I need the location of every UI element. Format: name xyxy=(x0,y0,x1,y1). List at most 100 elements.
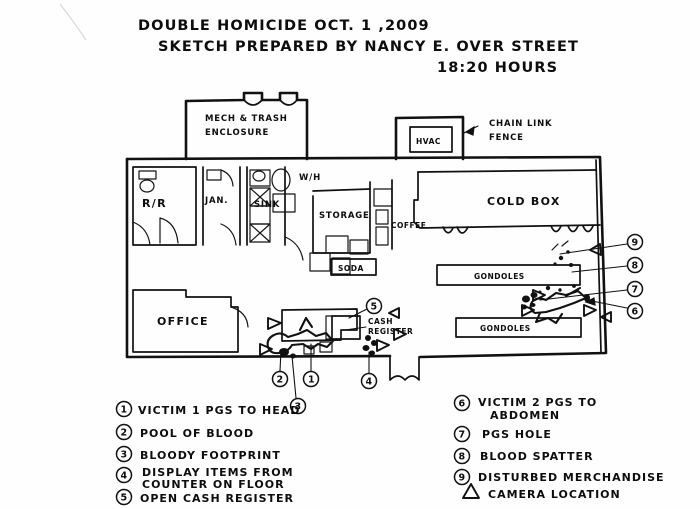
marker-9-circle xyxy=(626,233,644,251)
janitor-walls xyxy=(202,166,241,246)
legend-right-8-number: 8 xyxy=(459,452,466,463)
enclosure-gate-left xyxy=(243,99,263,106)
sink-counter xyxy=(272,193,296,213)
marker-2-leader xyxy=(279,349,282,372)
victim-2-body xyxy=(529,289,588,315)
victim-2-arm xyxy=(564,286,582,298)
legend-camera-text: CAMERA LOCATION xyxy=(488,488,621,501)
soda-cooler xyxy=(330,258,377,276)
gondoles-lower-shelf xyxy=(455,317,582,338)
building-inner-right-wall xyxy=(595,159,602,353)
legend-left-5-number: 5 xyxy=(121,493,128,504)
footprint-c xyxy=(362,345,370,351)
cash-register-leader xyxy=(344,326,367,331)
storage-label: STORAGE xyxy=(319,211,370,221)
cold-box-lower-wall xyxy=(413,171,601,229)
marker-6-arrowhead xyxy=(584,297,596,306)
hvac-unit xyxy=(409,126,453,153)
sink-room-walls xyxy=(246,166,286,246)
cash-register-label-line2: REGISTER xyxy=(368,327,413,336)
storage-box-a xyxy=(325,235,349,254)
hvac-pad-outline xyxy=(394,115,465,161)
chain-link-arrowhead xyxy=(464,125,475,136)
cold-box-door-e xyxy=(582,225,594,233)
legend-camera-triangle-icon xyxy=(462,483,480,499)
sink-label: SINK xyxy=(254,200,280,210)
storage-box-c xyxy=(309,252,331,272)
cold-box-door-b xyxy=(456,226,469,234)
water-heater-tank xyxy=(271,168,291,192)
spatter-dot-6 xyxy=(558,288,562,292)
janitor-door-swing xyxy=(220,169,234,187)
camera-triangle-6 xyxy=(521,304,535,317)
sink-room-door-swing xyxy=(284,236,304,261)
restroom-tank xyxy=(138,170,157,180)
gondoles-lower-label: GONDOLES xyxy=(480,324,531,333)
restroom-label: R/R xyxy=(142,197,167,210)
marker-5-circle xyxy=(365,297,383,315)
spatter-dot-5 xyxy=(545,285,551,291)
mech-trash-label-line2: ENCLOSURE xyxy=(205,128,269,138)
restroom-walls xyxy=(132,166,197,246)
camera-triangle-8 xyxy=(583,304,597,317)
legend-left-3-text: BLOODY FOOTPRINT xyxy=(140,449,281,462)
legend-left-3-number: 3 xyxy=(121,450,128,461)
legend-right-9-circle xyxy=(453,468,471,486)
mech-trash-label-line1: MECH & TRASH xyxy=(205,114,288,124)
water-heater-label: W/H xyxy=(299,173,321,183)
sketch-title-line2: SKETCH PREPARED BY NANCY E. OVER STREET xyxy=(158,39,579,55)
sink-cross-c xyxy=(249,223,271,243)
legend-left-2-text: POOL OF BLOOD xyxy=(140,427,254,440)
footprint-d xyxy=(369,350,375,356)
disturbed-merchandise-marks xyxy=(551,240,569,251)
restroom-entry-swing xyxy=(132,221,151,246)
hvac-label: HVAC xyxy=(416,137,441,146)
storage-box-d xyxy=(331,257,351,275)
camera-triangle-1 xyxy=(267,317,282,330)
coffee-label: COFFEE xyxy=(391,221,426,230)
legend-left-5-text: OPEN CASH REGISTER xyxy=(140,492,294,505)
legend-right-8-circle xyxy=(453,447,471,465)
soda-label: SODA xyxy=(338,264,364,273)
camera-triangle-3 xyxy=(376,339,390,352)
janitor-entry-swing xyxy=(220,223,237,246)
legend-right-6-text2: ABDOMEN xyxy=(490,409,560,422)
scan-artifact xyxy=(59,3,87,41)
janitor-shelf xyxy=(206,169,222,181)
legend-left-1-circle xyxy=(115,400,133,418)
camera-triangle-2 xyxy=(259,343,273,356)
marker-8-leader xyxy=(571,265,628,273)
marker-3-leader xyxy=(291,355,297,399)
footprint-a xyxy=(365,335,371,341)
sketch-title-line3: 18:20 HOURS xyxy=(437,60,558,76)
cold-box-door-a xyxy=(442,226,454,234)
legend-right-9-text: DISTURBED MERCHANDISE xyxy=(478,471,665,484)
legend-left-5-circle xyxy=(115,488,133,506)
sink-cabinet-c xyxy=(249,223,271,243)
entry-doors xyxy=(389,355,420,381)
marker-9-leader xyxy=(559,243,628,255)
marker-5-number: 5 xyxy=(371,302,378,313)
spatter-dot-1 xyxy=(558,255,564,261)
marker-7-leader xyxy=(539,289,628,301)
legend-left-3-circle xyxy=(115,445,133,463)
sink-bowl xyxy=(252,170,266,182)
marker-7-circle xyxy=(626,280,644,298)
building-outer-wall xyxy=(125,155,608,359)
marker-1-number: 1 xyxy=(308,375,315,386)
victim-1-body xyxy=(266,328,335,355)
legend-right-7-text: PGS HOLE xyxy=(482,428,552,441)
spatter-dot-3 xyxy=(553,262,557,266)
spatter-dot-4 xyxy=(569,263,573,267)
victim-2-blood-a xyxy=(522,295,530,303)
marker-2-number: 2 xyxy=(277,375,284,386)
camera-triangle-4 xyxy=(393,328,407,341)
marker-6-leader xyxy=(591,300,628,309)
sink-cross-a xyxy=(249,187,271,207)
cash-register-label-line1: CASH xyxy=(368,317,393,326)
marker-6-circle xyxy=(626,302,644,320)
legend-right-8-text: BLOOD SPATTER xyxy=(480,450,594,463)
marker-4-number: 4 xyxy=(366,377,373,388)
legend-left-4-number: 4 xyxy=(121,471,128,482)
